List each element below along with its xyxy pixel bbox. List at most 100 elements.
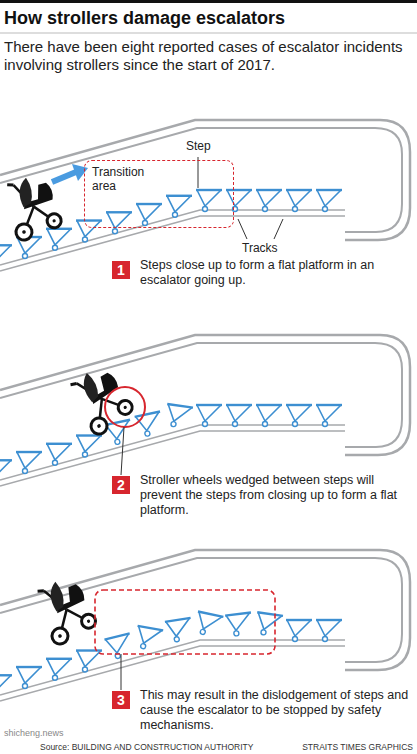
step-tread <box>196 189 222 191</box>
title-rule <box>0 33 417 34</box>
step-wheel <box>143 221 148 226</box>
escalator-step <box>286 190 312 212</box>
escalator-handrail <box>0 550 410 701</box>
direction-arrowhead <box>72 164 88 181</box>
step-frame <box>317 190 341 206</box>
step-wheel <box>200 629 206 635</box>
leader-line <box>274 219 283 239</box>
step-frame <box>257 190 281 206</box>
step-frame <box>47 659 71 675</box>
step-frame <box>77 651 101 667</box>
escalator-step <box>136 204 162 226</box>
step-frame <box>0 675 11 691</box>
escalator-step <box>46 444 72 466</box>
step-frame <box>77 436 101 452</box>
escalator-step <box>0 460 12 482</box>
step-wheel <box>174 636 180 642</box>
step-frame <box>47 444 71 460</box>
escalator-step <box>76 221 102 243</box>
step-tread <box>286 404 312 406</box>
step-tread <box>167 404 193 408</box>
step-tread <box>198 611 223 616</box>
step-frame <box>287 620 311 636</box>
callout-text: 1 <box>117 262 125 278</box>
step-wheel <box>233 422 238 427</box>
step-frame <box>105 634 132 655</box>
step-wheel <box>83 452 88 457</box>
handrail-outer <box>0 550 410 670</box>
escalator-step <box>256 190 282 212</box>
step-caption: Steps close up to form a flat platform i… <box>140 258 410 288</box>
step-tread <box>196 404 222 406</box>
escalator-step <box>316 190 342 212</box>
title: How strollers damage escalators <box>4 7 413 29</box>
step-frame <box>317 405 341 421</box>
escalator-step <box>135 411 165 437</box>
step-tread <box>46 443 72 445</box>
step-frame <box>17 667 41 683</box>
escalator-step <box>286 620 312 642</box>
escalator-step <box>105 420 135 446</box>
step-tread <box>106 211 132 213</box>
transition-area-box: Transition area <box>84 160 234 228</box>
step-frame <box>77 221 101 237</box>
step-wheel <box>53 460 58 465</box>
escalator-step <box>226 190 252 212</box>
dashed-highlight <box>95 590 275 654</box>
step-tread <box>316 189 342 191</box>
step-wheel <box>263 422 268 427</box>
step-frame <box>166 404 192 423</box>
step-frame <box>317 620 341 636</box>
escalator-step <box>165 618 194 643</box>
escalator-handrail <box>0 335 410 486</box>
step-frame <box>287 190 311 206</box>
step-wheel <box>23 684 28 689</box>
callout-text: 3 <box>117 692 125 708</box>
escalator-step <box>16 452 42 474</box>
step-wheel <box>203 422 208 427</box>
callout-text: 2 <box>117 477 125 493</box>
escalator-steps <box>0 190 342 267</box>
handrail-outer <box>0 120 410 240</box>
source-note: Source: BUILDING AND CONSTRUCTION AUTHOR… <box>40 742 253 752</box>
part-label: Tracks <box>241 241 279 255</box>
escalator-step <box>0 245 12 267</box>
step-caption: Stroller wheels wedged between steps wil… <box>140 473 410 518</box>
step-wheel <box>53 245 58 250</box>
step-tread <box>256 189 282 191</box>
step-frame <box>166 618 192 638</box>
step-frame <box>256 612 282 631</box>
callout-number: 2 <box>112 476 130 494</box>
step-wheel <box>113 229 118 234</box>
leader-line <box>238 219 247 239</box>
escalator-step <box>76 651 102 673</box>
escalator-step <box>46 229 72 251</box>
escalator-step <box>76 436 102 458</box>
escalator-step <box>196 190 222 212</box>
escalator-step <box>16 667 42 689</box>
escalator-step <box>254 612 283 637</box>
step-frame <box>196 612 223 633</box>
leader-line <box>121 427 124 475</box>
step-tread <box>16 666 42 668</box>
step-tread <box>46 658 72 660</box>
step-wheel <box>23 254 28 259</box>
escalator-steps <box>0 404 342 482</box>
step-frame <box>287 405 311 421</box>
stroller <box>33 573 99 646</box>
step-wheel <box>173 212 178 217</box>
step-tread <box>136 203 162 205</box>
handrail-outer <box>0 335 410 455</box>
step-tread <box>226 189 252 191</box>
step-caption: This may result in the dislodgement of s… <box>140 688 410 733</box>
leader-line <box>121 654 122 690</box>
escalator-step <box>225 612 253 637</box>
step-tread <box>76 649 102 651</box>
step-wheel <box>114 439 120 445</box>
step-tread <box>138 626 164 631</box>
step-wheel <box>83 667 88 672</box>
watermark: shicheng.news <box>4 728 64 738</box>
part-label: Step <box>185 139 212 153</box>
